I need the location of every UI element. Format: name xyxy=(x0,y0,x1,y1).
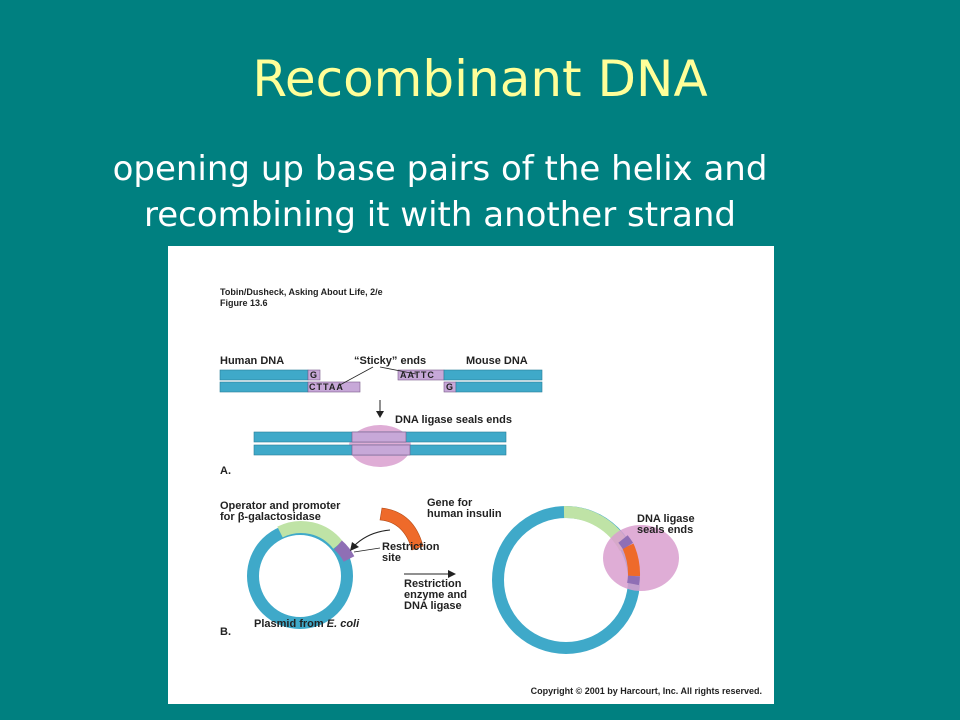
restriction-site-line-2: site xyxy=(382,552,401,564)
gene-label-line-2: human insulin xyxy=(427,508,502,520)
slide-subtitle: opening up base pairs of the helix and r… xyxy=(40,146,840,238)
mouse-dna-top-strand xyxy=(443,369,543,381)
insert-arrow-head xyxy=(350,542,359,551)
joined-sticky-top xyxy=(351,431,407,443)
sticky-pointer-left xyxy=(337,366,374,387)
figure-source-line-1: Tobin/Dusheck, Asking About Life, 2/e xyxy=(220,287,383,297)
mouse-dna-label: Mouse DNA xyxy=(466,355,528,367)
subtitle-line-2: recombining it with another strand xyxy=(143,195,736,235)
figure-diagram: Tobin/Dusheck, Asking About Life, 2/e Fi… xyxy=(219,287,762,696)
human-dna-label: Human DNA xyxy=(220,355,284,367)
ligase-label-b-line-2: seals ends xyxy=(637,524,693,536)
sticky-ends-label: “Sticky” ends xyxy=(354,355,426,367)
enzyme-label-line-2: enzyme and xyxy=(404,589,467,601)
panel-a-letter: A. xyxy=(220,465,231,477)
plasmid-prefix: Plasmid from xyxy=(254,618,327,630)
restriction-site-left xyxy=(333,540,355,562)
plasmid-label: Plasmid from E. coli xyxy=(254,618,360,630)
restriction-site-line-1: Restriction xyxy=(382,541,440,553)
human-bottom-bases: CTTAA xyxy=(309,382,344,392)
insulin-insert-right xyxy=(622,543,641,577)
ligase-label-a: DNA ligase seals ends xyxy=(395,414,512,426)
sticky-pointer-right xyxy=(379,366,417,375)
joined-sticky-bottom xyxy=(351,444,411,456)
mouse-top-bases: AATTC xyxy=(400,370,435,380)
human-sticky-bottom xyxy=(307,381,361,393)
mouse-bottom-base: G xyxy=(446,382,454,392)
process-arrow-head xyxy=(448,570,456,578)
ligated-site-top xyxy=(618,535,634,550)
figure-source-line-2: Figure 13.6 xyxy=(220,298,268,308)
enzyme-label-line-3: DNA ligase xyxy=(404,600,462,612)
human-top-base: G xyxy=(310,370,318,380)
operator-label-line-2: for β-galactosidase xyxy=(220,511,321,523)
ligase-label-b-line-1: DNA ligase xyxy=(637,513,695,525)
gene-label-line-1: Gene for xyxy=(427,497,473,509)
operator-label-line-1: Operator and promoter xyxy=(220,500,341,512)
slide-title: Recombinant DNA xyxy=(252,50,708,108)
enzyme-label-line-1: Restriction xyxy=(404,578,462,590)
panel-b-letter: B. xyxy=(220,626,231,638)
recombinant-dna-figure: Tobin/Dusheck, Asking About Life, 2/e Fi… xyxy=(168,246,774,704)
human-dna-top-strand xyxy=(219,369,309,381)
subtitle-line-1: opening up base pairs of the helix and xyxy=(112,149,768,189)
restriction-site-pointer xyxy=(353,547,381,553)
plasmid-species: E. coli xyxy=(327,618,360,630)
insulin-gene-fragment xyxy=(379,507,424,551)
human-dna-bottom-strand xyxy=(219,381,309,393)
down-arrow-head xyxy=(376,411,384,418)
operator-segment-left xyxy=(277,521,343,549)
insert-arrow xyxy=(353,529,391,547)
ligated-site-bottom xyxy=(627,575,640,586)
copyright-notice: Copyright © 2001 by Harcourt, Inc. All r… xyxy=(531,686,762,696)
human-sticky-top xyxy=(307,369,321,381)
mouse-dna-bottom-strand xyxy=(455,381,543,393)
